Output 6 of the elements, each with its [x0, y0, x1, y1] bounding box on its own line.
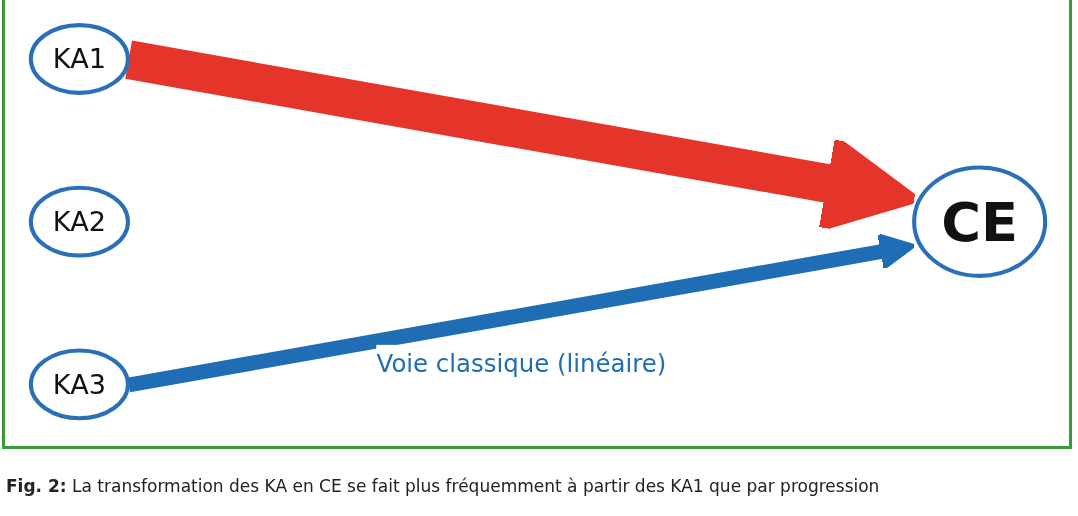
- node-ellipse: KA3: [28, 348, 130, 421]
- node-ellipse: KA1: [28, 23, 130, 95]
- figure-caption: Fig. 2: La transformation des KA en CE se fait plus fréquemment à partir des KA1 que par progression: [6, 476, 880, 496]
- edge-label: Voie classique (linéaire): [376, 348, 667, 378]
- node-ellipse: KA2: [28, 185, 130, 258]
- node-ellipse: CE: [912, 165, 1048, 278]
